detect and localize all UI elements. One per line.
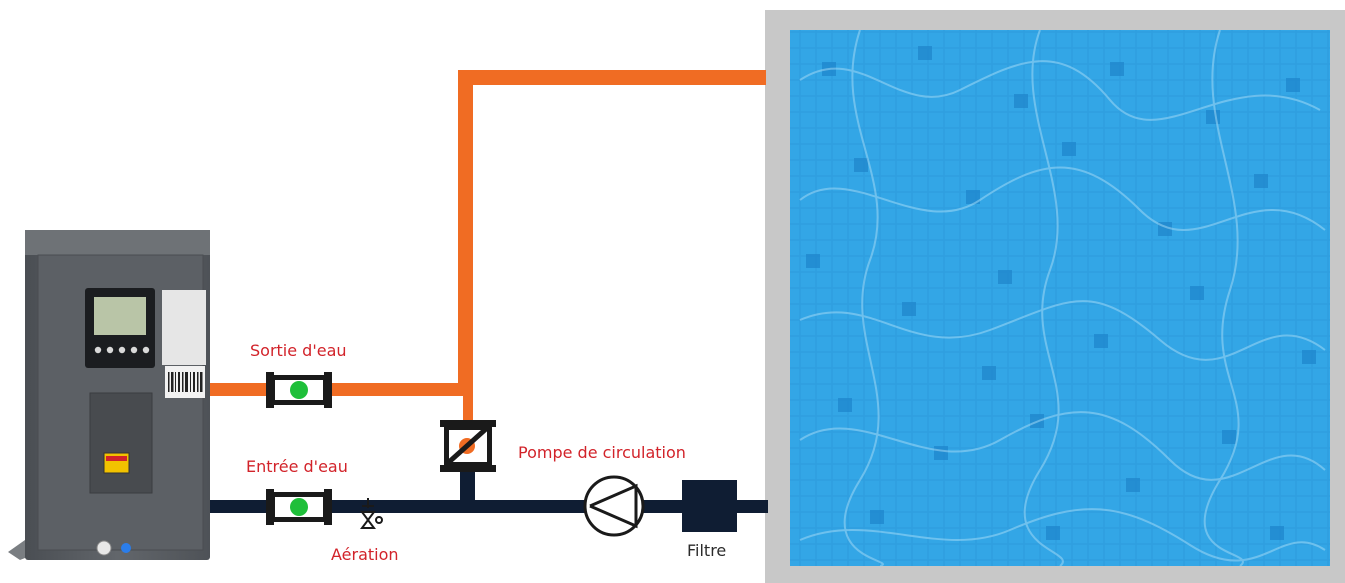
- circulation-pump-icon: [583, 475, 645, 537]
- heat-pump-unit: [8, 230, 210, 560]
- aeration-valve-icon: [360, 498, 383, 529]
- pool: [765, 10, 1345, 583]
- pump-label: Pompe de circulation: [518, 443, 686, 462]
- outlet-union-valve-icon: [266, 372, 332, 408]
- filter-icon: [682, 480, 737, 532]
- aeration-label: Aération: [331, 545, 399, 564]
- pool-water-caustics: [799, 29, 1326, 567]
- hot-water-pipe: [208, 70, 766, 425]
- outlet-label: Sortie d'eau: [250, 341, 347, 360]
- pool-water: [790, 30, 1330, 566]
- inlet-union-valve-icon: [266, 489, 332, 525]
- filter-label: Filtre: [687, 541, 727, 560]
- bypass-valve-icon: [440, 420, 496, 472]
- inlet-label: Entrée d'eau: [246, 457, 348, 476]
